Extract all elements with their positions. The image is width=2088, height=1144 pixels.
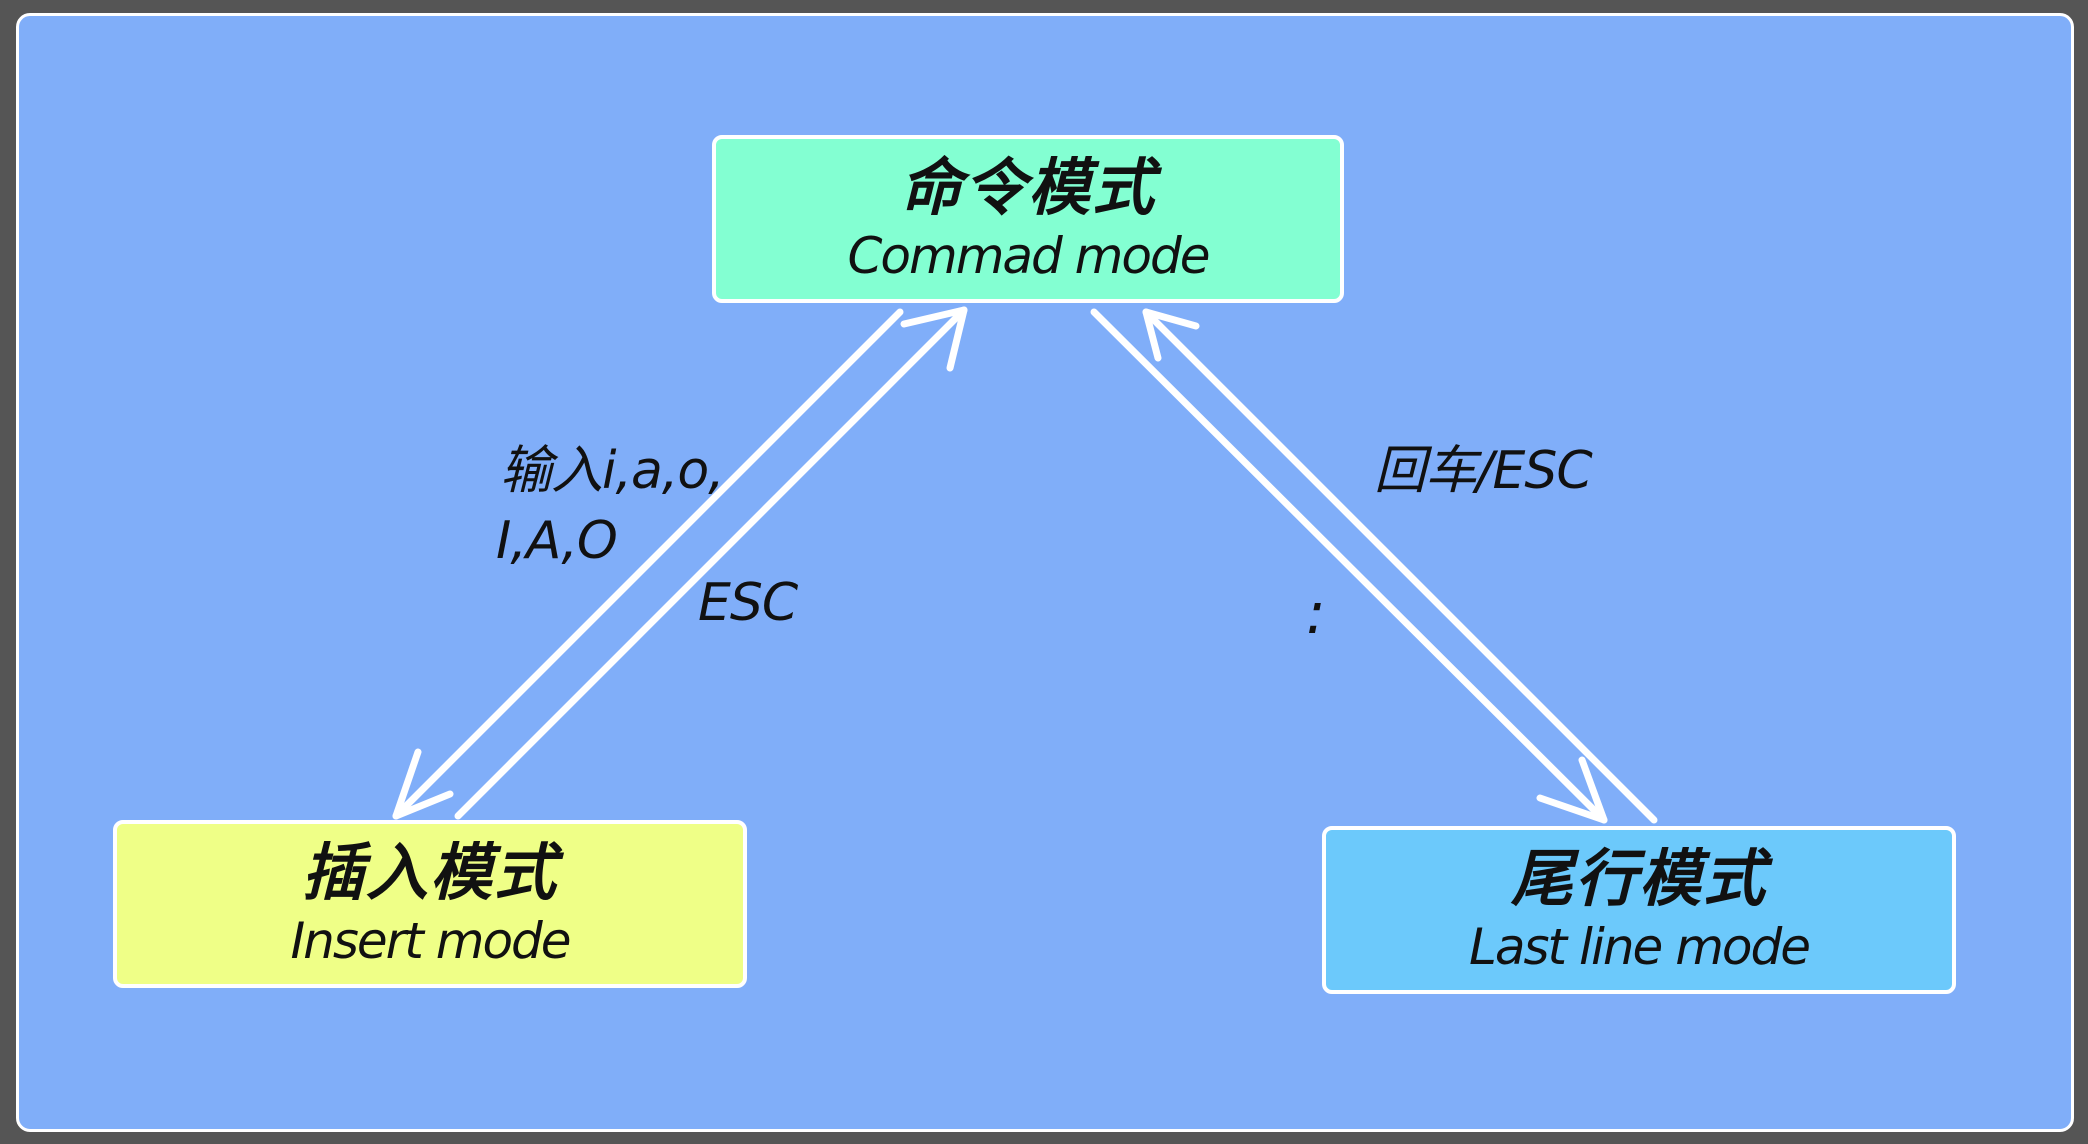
node-insert-zh: 插入模式 [301, 836, 558, 909]
node-insert-mode: 插入模式 Insert mode [113, 820, 747, 988]
arrow-insert-to-command [454, 306, 968, 820]
node-command-en: Commad mode [847, 227, 1211, 285]
arrowhead-insert [392, 748, 454, 820]
node-lastline-zh: 尾行模式 [1510, 842, 1767, 915]
arrowhead-command-left [900, 306, 968, 372]
node-lastline-en: Last line mode [1469, 918, 1811, 976]
arrowhead-command-right [1142, 308, 1200, 362]
node-lastline-mode: 尾行模式 Last line mode [1322, 826, 1956, 994]
node-command-zh: 命令模式 [899, 151, 1156, 224]
arrow-command-to-lastline [1090, 308, 1608, 824]
node-command-mode: 命令模式 Commad mode [712, 135, 1344, 303]
edge-label-input-keys-line1: 输入i,a,o, [500, 441, 725, 501]
edge-label-colon: : [1306, 579, 1326, 647]
arrow-command-to-insert [392, 308, 904, 820]
arrowhead-lastline [1536, 756, 1608, 824]
edge-label-esc: ESC [698, 573, 798, 633]
edge-label-enter-esc: 回车/ESC [1374, 441, 1593, 501]
node-insert-en: Insert mode [290, 912, 571, 970]
edge-label-input-keys-line2: I,A,O [496, 511, 618, 571]
arrow-lastline-to-command [1142, 308, 1658, 824]
